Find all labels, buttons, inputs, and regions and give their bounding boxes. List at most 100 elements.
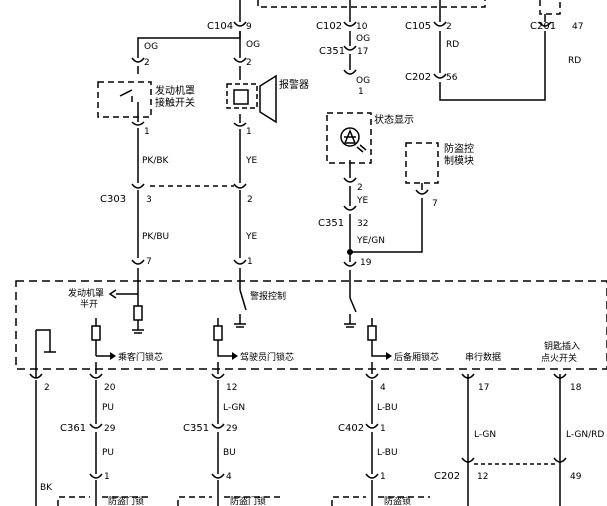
door-lock-1-label: 防盗门锁 (108, 495, 144, 506)
svg-text:PK/BK: PK/BK (142, 156, 170, 166)
svg-text:12: 12 (477, 472, 488, 482)
svg-text:4: 4 (380, 383, 386, 393)
horn-icon (259, 74, 277, 124)
hood-half-resistor (133, 305, 143, 321)
svg-text:32: 32 (357, 219, 368, 229)
svg-text:1: 1 (380, 424, 386, 434)
passenger-lock-resistor (91, 325, 101, 341)
svg-text:29: 29 (104, 424, 116, 434)
bcm-switch-19 (344, 297, 357, 328)
wire-yegn (350, 183, 423, 253)
svg-text:OG: OG (356, 34, 370, 44)
antitheft-label: 防盗控 (444, 142, 474, 155)
conn-c202-bot: C202 (434, 471, 460, 482)
svg-text:3: 3 (146, 195, 152, 205)
svg-text:29: 29 (226, 424, 238, 434)
svg-text:点火开关: 点火开关 (541, 352, 577, 364)
svg-text:2: 2 (247, 195, 253, 205)
svg-text:YE: YE (356, 196, 368, 206)
door-lock-3-box (331, 496, 430, 506)
conn-c202-top: C202 (405, 72, 431, 83)
svg-text:YE: YE (245, 156, 257, 166)
svg-text:7: 7 (146, 257, 152, 267)
door-lock-2-box (177, 496, 280, 506)
conn-c351-mid: C351 (318, 218, 344, 229)
svg-text:9: 9 (246, 22, 252, 32)
bcm-arrows (110, 352, 392, 360)
hood-switch-label: 发动机罩 (155, 84, 195, 97)
led-circle (340, 127, 360, 147)
trunk-lock-label: 后备厢锁芯 (394, 351, 439, 363)
hood-half-label: 发动机罩 (68, 287, 104, 299)
conn-c351-bot: C351 (183, 423, 209, 434)
top-box-right-outline (539, 0, 561, 15)
horn-label: 报警器 (279, 78, 309, 91)
svg-text:1: 1 (144, 127, 150, 137)
driver-lock-label: 驾驶员门锁芯 (240, 351, 294, 363)
led-rays (356, 144, 367, 153)
svg-text:18: 18 (570, 383, 582, 393)
key-insert-label: 钥匙插入 (544, 340, 580, 352)
svg-text:1: 1 (358, 87, 364, 97)
driver-lock-resistor (213, 325, 223, 341)
terminals (29, 21, 567, 479)
splice-dot (347, 249, 353, 255)
serial-data-label: 串行数据 (465, 351, 501, 363)
conn-c105: C105 (405, 21, 431, 32)
svg-text:1: 1 (247, 257, 253, 267)
alarm-control-switch (234, 289, 247, 328)
svg-text:2: 2 (357, 183, 363, 193)
left-ground (35, 329, 56, 378)
hood-half-ground (132, 320, 144, 334)
svg-text:接触开关: 接触开关 (155, 96, 195, 109)
svg-text:4: 4 (226, 472, 232, 482)
horn-coil (233, 89, 249, 105)
svg-text:2: 2 (144, 58, 150, 68)
svg-text:12: 12 (226, 383, 237, 393)
svg-text:1: 1 (104, 472, 110, 482)
lock-wires (96, 318, 386, 357)
svg-text:RD: RD (568, 56, 581, 66)
horn-box (226, 83, 258, 109)
led-icon (343, 129, 357, 144)
svg-text:1: 1 (380, 472, 386, 482)
svg-text:47: 47 (572, 22, 583, 32)
svg-text:PU: PU (102, 403, 114, 413)
svg-text:2: 2 (246, 58, 252, 68)
conn-c303: C303 (100, 194, 126, 205)
conn-c104: C104 (207, 21, 233, 32)
svg-text:49: 49 (570, 472, 582, 482)
hood-switch-box (97, 81, 152, 118)
conn-c351-top: C351 (319, 46, 345, 57)
door-lock-1-box (57, 496, 150, 506)
svg-text:L-BU: L-BU (377, 448, 398, 458)
svg-text:56: 56 (446, 73, 458, 83)
antitheft-module-box (405, 142, 439, 184)
status-display-box (326, 112, 372, 164)
wire-colors: OG OG OG OG RD RD PK/BK YE YE PK/BU YE Y… (40, 34, 604, 493)
door-lock-2-label: 防盗门锁 (230, 495, 266, 506)
svg-text:17: 17 (357, 47, 368, 57)
svg-text:BK: BK (40, 483, 53, 493)
trunk-lock-resistor (367, 325, 377, 341)
wire-rd-c201 (439, 14, 546, 101)
top-box-outline (257, 0, 486, 8)
conn-c361: C361 (60, 423, 86, 434)
svg-text:YE/GN: YE/GN (356, 236, 385, 246)
svg-text:半开: 半开 (80, 298, 98, 310)
svg-text:PK/BU: PK/BU (142, 232, 169, 242)
svg-text:PU: PU (102, 448, 114, 458)
svg-text:YE: YE (245, 232, 257, 242)
svg-text:L-GN: L-GN (223, 403, 245, 413)
status-display-label: 状态显示 (374, 113, 414, 126)
pin-numbers: 9 10 2 47 2 2 17 56 1 1 1 3 2 2 7 32 7 1… (44, 22, 583, 482)
svg-text:OG: OG (246, 40, 260, 50)
svg-text:10: 10 (356, 22, 368, 32)
svg-text:2: 2 (44, 383, 50, 393)
passenger-lock-label: 乘客门锁芯 (118, 351, 163, 363)
svg-text:17: 17 (478, 383, 489, 393)
svg-text:1: 1 (246, 127, 252, 137)
conn-c102: C102 (316, 21, 342, 32)
conn-c402: C402 (338, 423, 364, 434)
